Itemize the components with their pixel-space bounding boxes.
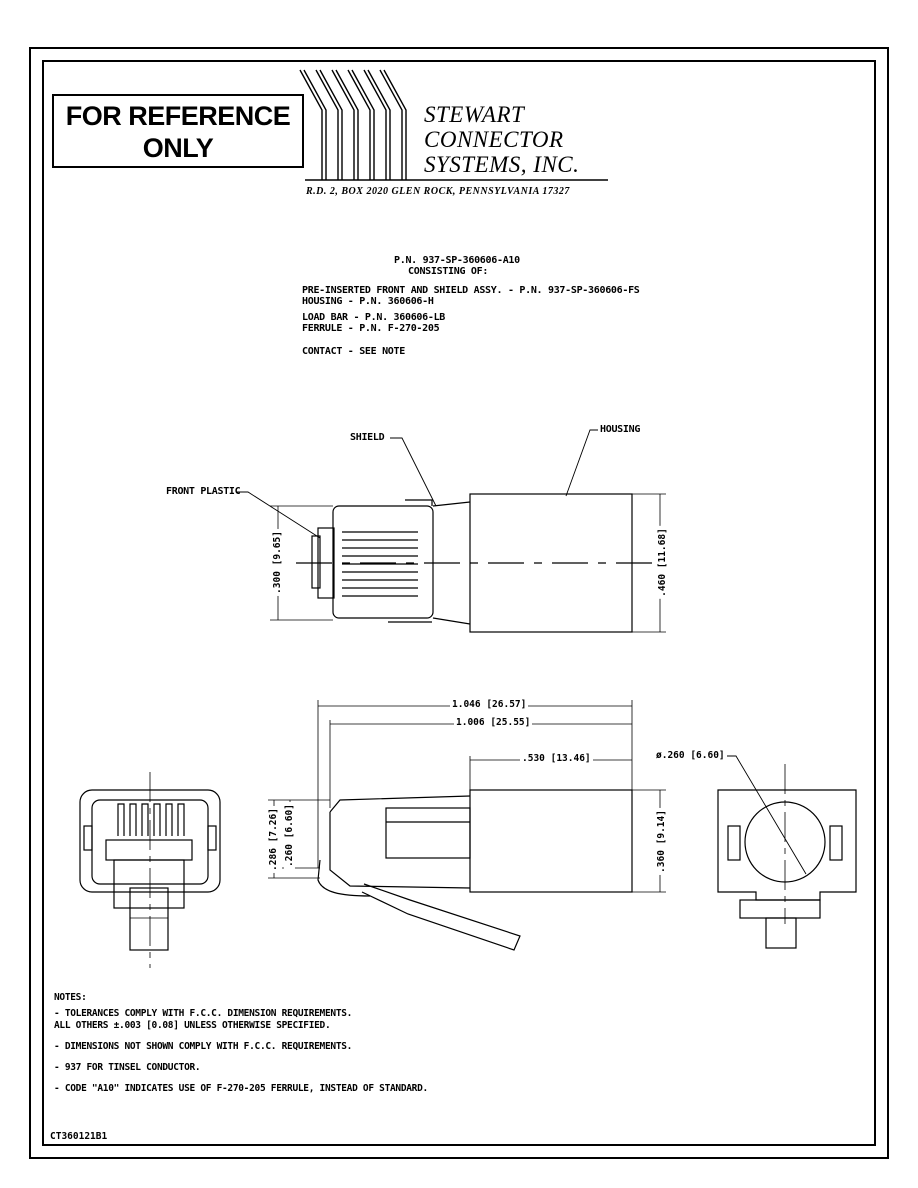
reference-line-2: ONLY: [142, 133, 214, 163]
label-front-plastic: FRONT PLASTIC: [166, 486, 241, 497]
note-1: - TOLERANCES COMPLY WITH F.C.C. DIMENSIO…: [54, 1008, 353, 1019]
company-name: STEWART CONNECTOR SYSTEMS, INC.: [424, 102, 579, 177]
notes-title: NOTES:: [54, 992, 87, 1003]
company-line-2: CONNECTOR: [424, 127, 564, 152]
note-4: - CODE "A10" INDICATES USE OF F-270-205 …: [54, 1083, 428, 1094]
drawing-border-outer: [29, 47, 889, 1159]
drawing-border-inner: [42, 60, 876, 1146]
dim-530: .530 [13.46]: [520, 753, 593, 764]
note-2: - DIMENSIONS NOT SHOWN COMPLY WITH F.C.C…: [54, 1041, 353, 1052]
dim-1046: 1.046 [26.57]: [450, 699, 529, 710]
front-view-plug: [79, 772, 221, 968]
note-3: - 937 FOR TINSEL CONDUCTOR.: [54, 1062, 201, 1073]
company-line-3: SYSTEMS, INC.: [424, 152, 580, 177]
company-line-1: STEWART: [424, 102, 525, 127]
consisting-of: CONSISTING OF:: [408, 266, 489, 277]
dim-300: .300 [9.65]: [271, 529, 283, 596]
company-address: R.D. 2, BOX 2020 GLEN ROCK, PENNSYLVANIA…: [306, 186, 570, 197]
part-number: P.N. 937-SP-360606-A10: [394, 255, 520, 266]
dim-diameter-260: ø.260 [6.60]: [654, 750, 727, 761]
part-item-1: PRE-INSERTED FRONT AND SHIELD ASSY. - P.…: [302, 285, 640, 296]
notes-block: NOTES: - TOLERANCES COMPLY WITH F.C.C. D…: [54, 992, 428, 1095]
side-view-lower: [268, 700, 666, 951]
note-1b: ALL OTHERS ±.003 [0.08] UNLESS OTHERWISE…: [54, 1020, 331, 1031]
for-reference-only-stamp: FOR REFERENCE ONLY: [52, 94, 304, 168]
dim-460: .460 [11.68]: [656, 526, 668, 599]
side-view-assembly: [236, 429, 666, 633]
contact-note: CONTACT - SEE NOTE: [302, 346, 405, 357]
label-shield: SHIELD: [350, 432, 385, 443]
label-housing: HOUSING: [600, 424, 641, 435]
company-logo-icon: [299, 69, 608, 181]
drawing-number: CT360121B1: [50, 1131, 108, 1142]
part-item-3: LOAD BAR - P.N. 360606-LB: [302, 312, 446, 323]
dim-1006: 1.006 [25.55]: [454, 717, 533, 728]
part-item-4: FERRULE - P.N. F-270-205: [302, 323, 440, 334]
dim-360: .360 [9.14]: [655, 808, 667, 875]
part-item-2: HOUSING - P.N. 360606-H: [302, 296, 434, 307]
dim-286: .286 [7.26]: [267, 806, 279, 873]
rear-view-ferrule: [717, 755, 857, 949]
dim-260: .260 [6.60]: [283, 802, 295, 869]
reference-line-1: FOR REFERENCE: [65, 101, 291, 131]
